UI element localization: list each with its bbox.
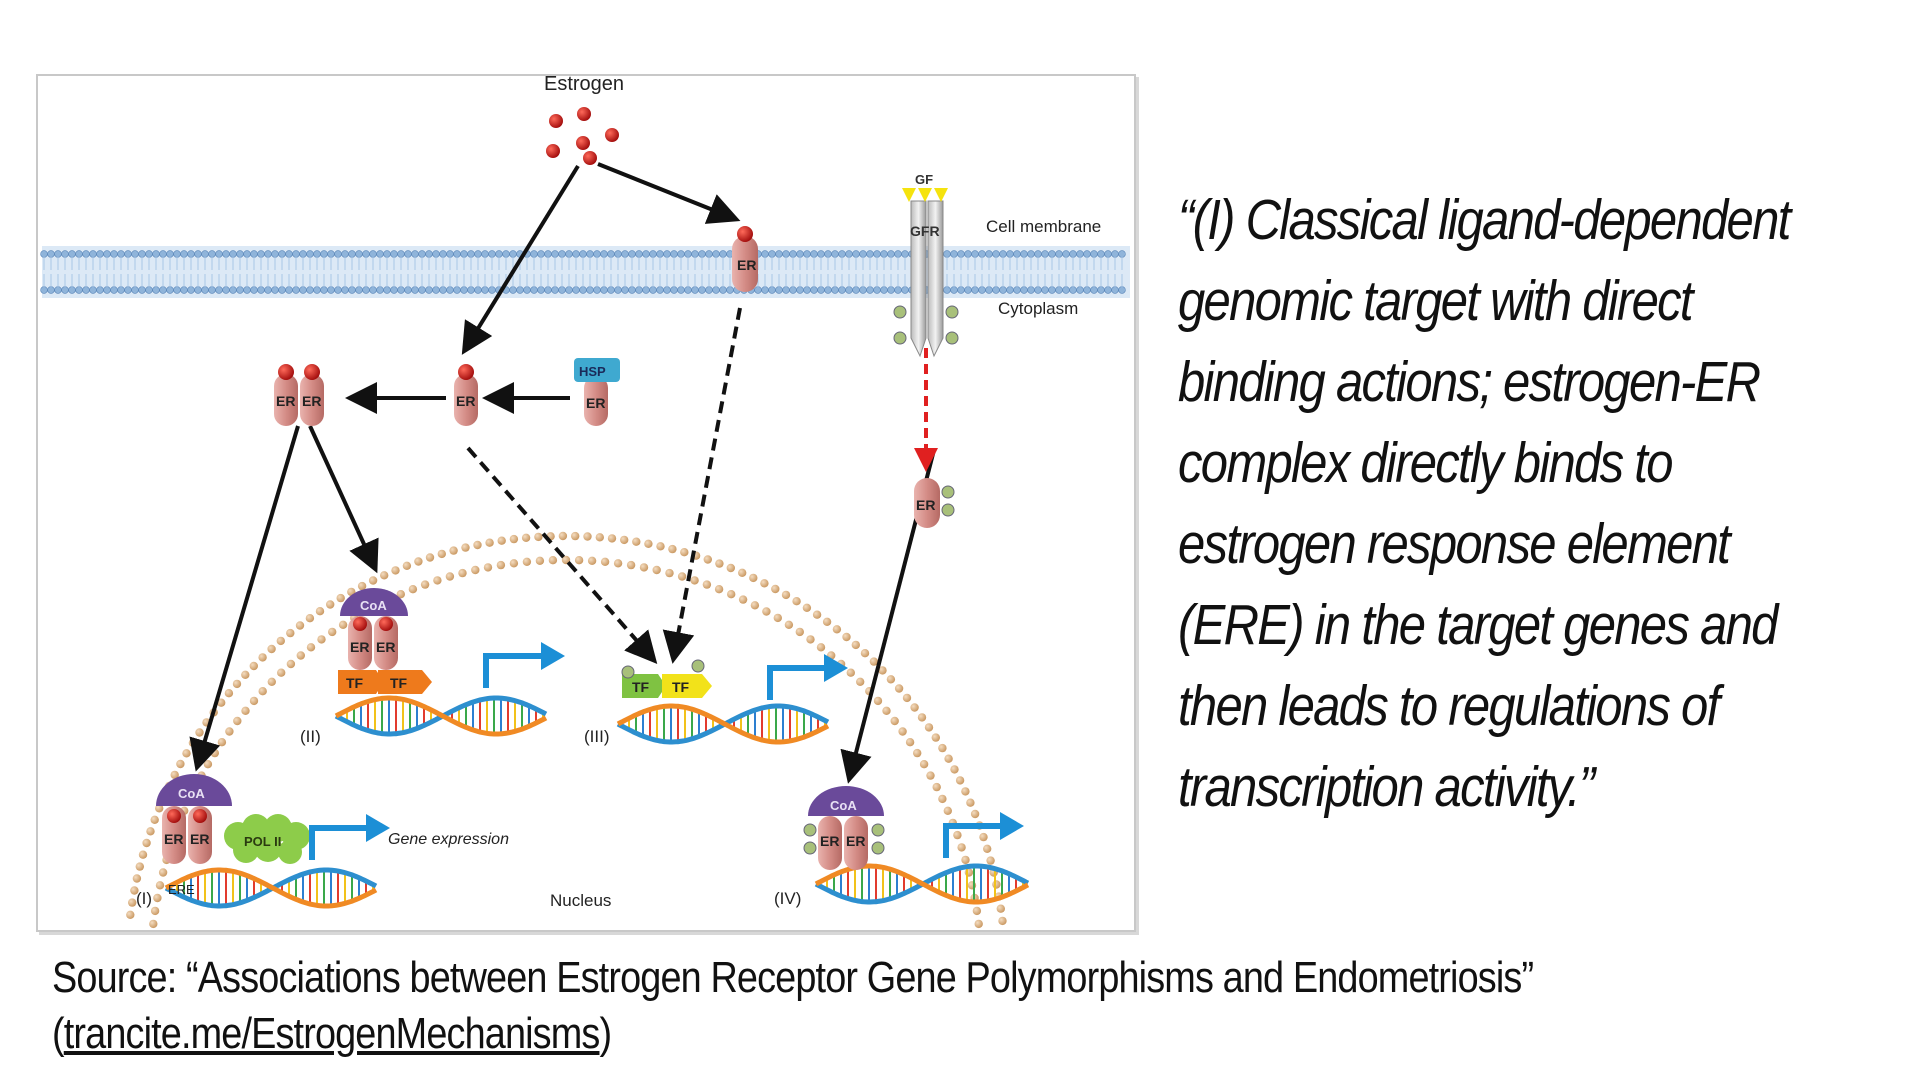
dna-helices: [164, 695, 1030, 909]
cell-membrane: [40, 246, 1130, 298]
source-line: Source: “Associations between Estrogen R…: [52, 953, 1534, 1002]
gfr-label: GFR: [910, 223, 940, 239]
quote-line: (ERE) in the target genes and: [1178, 593, 1778, 657]
svg-text:ER: ER: [846, 833, 865, 849]
svg-text:ER: ER: [916, 497, 935, 513]
quote-line: then leads to regulations of: [1178, 674, 1720, 738]
path-iv-label: (IV): [774, 889, 801, 908]
svg-text:CoA: CoA: [360, 598, 387, 613]
path-ii-label: (II): [300, 727, 321, 746]
quote-line: genomic target with direct: [1178, 269, 1694, 333]
svg-text:ER: ER: [164, 831, 183, 847]
phosphorylated-er: ER: [914, 478, 955, 528]
estrogen-label: Estrogen: [544, 76, 624, 95]
svg-text:TF: TF: [632, 679, 650, 695]
er-monomer-liganded: ER: [454, 364, 478, 426]
gf-label: GF: [915, 172, 933, 187]
path-ii-complex: CoA ER ER TF TF (II): [300, 588, 432, 746]
transcription-arrowheads: [366, 642, 1024, 842]
estrogen-signaling-diagram: Cell membrane Cytoplasm Nucleus Estrogen: [40, 76, 1130, 929]
cytoplasm-label: Cytoplasm: [998, 299, 1078, 318]
svg-text:CoA: CoA: [178, 786, 205, 801]
source-citation: Source: “Associations between Estrogen R…: [52, 950, 1652, 1062]
quote-line: complex directly binds to: [1178, 431, 1673, 495]
path-iii-complex: TF TF (III): [584, 659, 712, 746]
svg-text:HSP: HSP: [579, 364, 606, 379]
source-link-line: (trancite.me/EstrogenMechanisms): [52, 1006, 1652, 1062]
path-iv-complex: CoA ER ER (IV): [774, 786, 885, 908]
svg-text:ER: ER: [820, 833, 839, 849]
membrane-er: ER: [732, 226, 758, 292]
svg-text:CoA: CoA: [830, 798, 857, 813]
path-i-label: (I): [136, 889, 152, 908]
quote-line: transcription activity.”: [1178, 755, 1595, 819]
source-link[interactable]: trancite.me/EstrogenMechanisms: [63, 1009, 601, 1058]
path-iii-label: (III): [584, 727, 610, 746]
ere-label: ERE: [168, 882, 195, 897]
svg-text:ER: ER: [737, 257, 756, 273]
svg-text:ER: ER: [190, 831, 209, 847]
svg-text:ER: ER: [276, 393, 295, 409]
quote-line: binding actions; estrogen-ER: [1178, 350, 1761, 414]
svg-text:ER: ER: [586, 395, 605, 411]
cell-membrane-label: Cell membrane: [986, 217, 1101, 236]
transcription-arrows: [309, 653, 1002, 860]
pathway-figure: Cell membrane Cytoplasm Nucleus Estrogen: [36, 74, 1136, 932]
quote-line: estrogen response element: [1178, 512, 1731, 576]
growth-factor-receptor: GF GFR: [893, 172, 959, 358]
nucleus-label: Nucleus: [550, 891, 611, 910]
svg-text:POL II: POL II: [244, 834, 281, 849]
svg-text:ER: ER: [456, 393, 475, 409]
er-dimer-cytoplasm: ER ER: [274, 364, 324, 426]
svg-text:ER: ER: [376, 639, 395, 655]
hsp-er-complex: HSP ER: [574, 358, 620, 426]
pol-ii-complex: POL II: [224, 814, 310, 864]
svg-text:TF: TF: [390, 675, 408, 691]
svg-text:TF: TF: [346, 675, 364, 691]
paren-close: ): [599, 1009, 612, 1058]
svg-text:TF: TF: [672, 679, 690, 695]
quote-line: “(I) Classical ligand-dependent: [1178, 188, 1791, 252]
paren-open: (: [52, 1009, 65, 1058]
svg-text:ER: ER: [302, 393, 321, 409]
path-i-complex: CoA ER ER POL II (I) ERE Gene expression: [136, 774, 509, 908]
estrogen-molecules: [546, 107, 619, 165]
svg-text:ER: ER: [350, 639, 369, 655]
pathway-arrows: [189, 162, 936, 784]
quote-text: “(I) Classical ligand-dependent genomic …: [1178, 180, 1806, 828]
gfr-phosphates: [893, 305, 959, 345]
gene-expression-label: Gene expression: [388, 831, 509, 848]
